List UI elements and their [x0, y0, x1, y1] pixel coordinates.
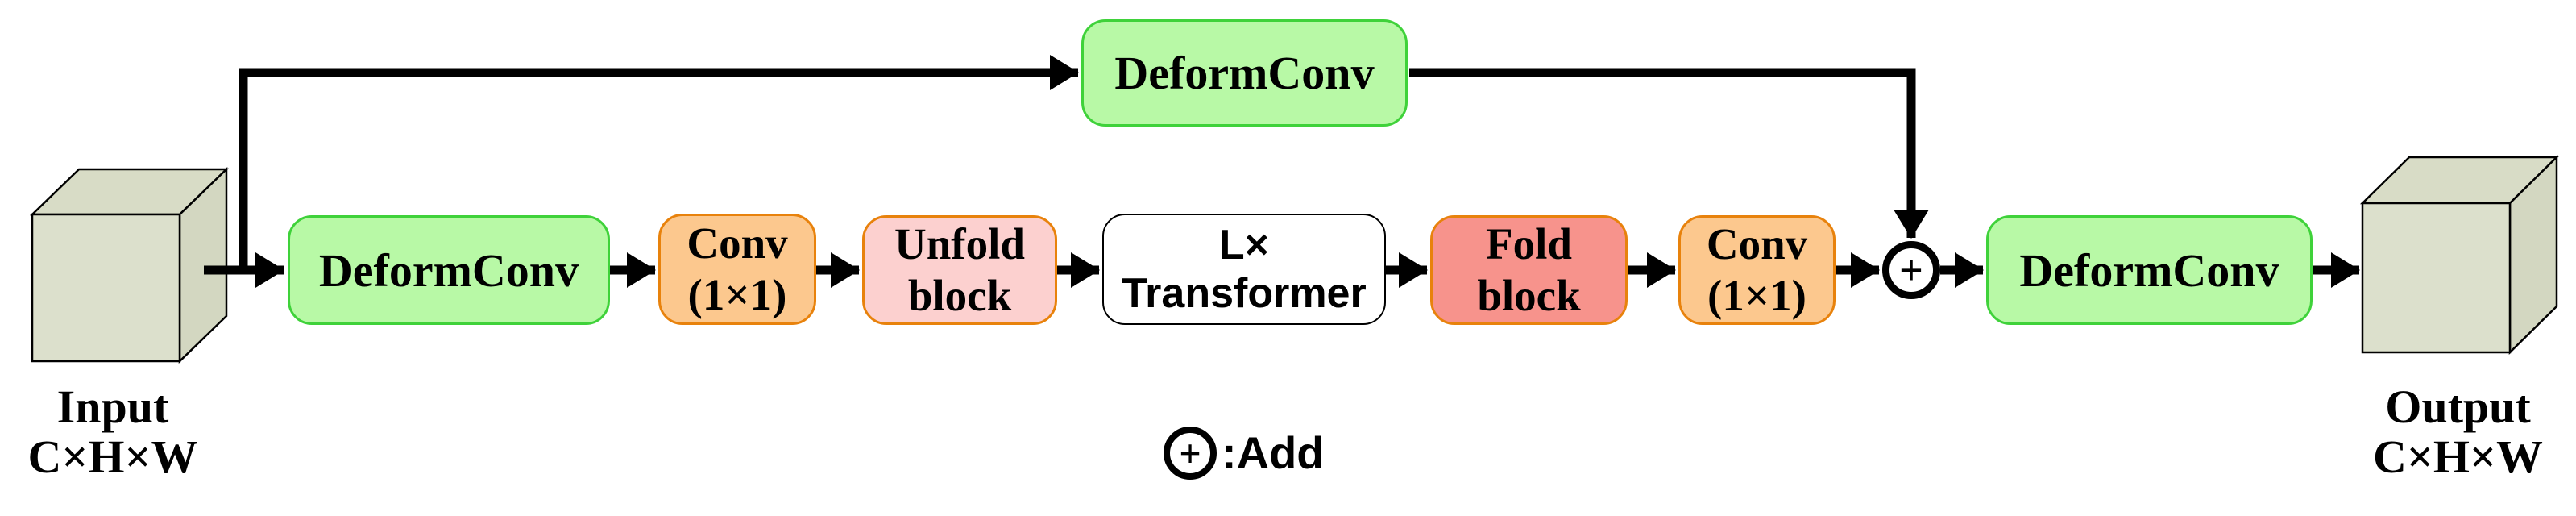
node-deformconv-skip: DeformConv [1081, 19, 1408, 127]
node-unfold-block: Unfold block [862, 215, 1057, 325]
node-label: DeformConv [2019, 243, 2279, 297]
legend-label: :Add [1222, 427, 1325, 478]
node-conv-1x1-post: Conv (1×1) [1678, 215, 1836, 325]
node-fold-block: Fold block [1430, 215, 1628, 325]
arrow-deformconv-top-to-add [1409, 68, 1929, 239]
node-label: DeformConv [1114, 47, 1375, 99]
legend-plus-icon: + [1164, 427, 1217, 480]
output-dims: C×H×W [2372, 431, 2544, 483]
node-label-line2: (1×1) [1707, 271, 1807, 320]
node-label-line1: Conv [687, 218, 788, 268]
output-tensor-cube [2359, 155, 2560, 355]
node-conv-1x1-pre: Conv (1×1) [658, 214, 816, 325]
arrow-skip-branch-to-deformconv-top [239, 55, 1079, 270]
node-label-line1: Unfold [894, 219, 1025, 268]
node-label: DeformConv [318, 243, 579, 297]
node-label-line1: L× [1218, 222, 1270, 268]
output-label: Output C×H×W [2351, 382, 2565, 482]
input-tensor-cube [29, 167, 230, 364]
input-dims: C×H×W [27, 431, 198, 483]
add-junction: + [1882, 241, 1940, 299]
node-label-line2: block [907, 271, 1012, 320]
node-deformconv-exit: DeformConv [1986, 215, 2313, 325]
legend: + :Add [1164, 427, 1325, 480]
node-transformer: L× Transformer [1102, 214, 1386, 325]
connector-arrows [204, 55, 2360, 288]
node-deformconv-entry: DeformConv [288, 215, 610, 325]
node-label-line1: Conv [1706, 219, 1808, 268]
input-title: Input [56, 381, 169, 433]
output-title: Output [2385, 381, 2531, 433]
input-label: Input C×H×W [12, 382, 214, 482]
plus-icon: + [1899, 248, 1923, 293]
node-label-line2: (1×1) [687, 270, 787, 319]
node-label-line1: Fold [1486, 219, 1572, 268]
node-label-line2: block [1477, 271, 1581, 320]
node-label-line2: Transformer [1122, 270, 1367, 317]
